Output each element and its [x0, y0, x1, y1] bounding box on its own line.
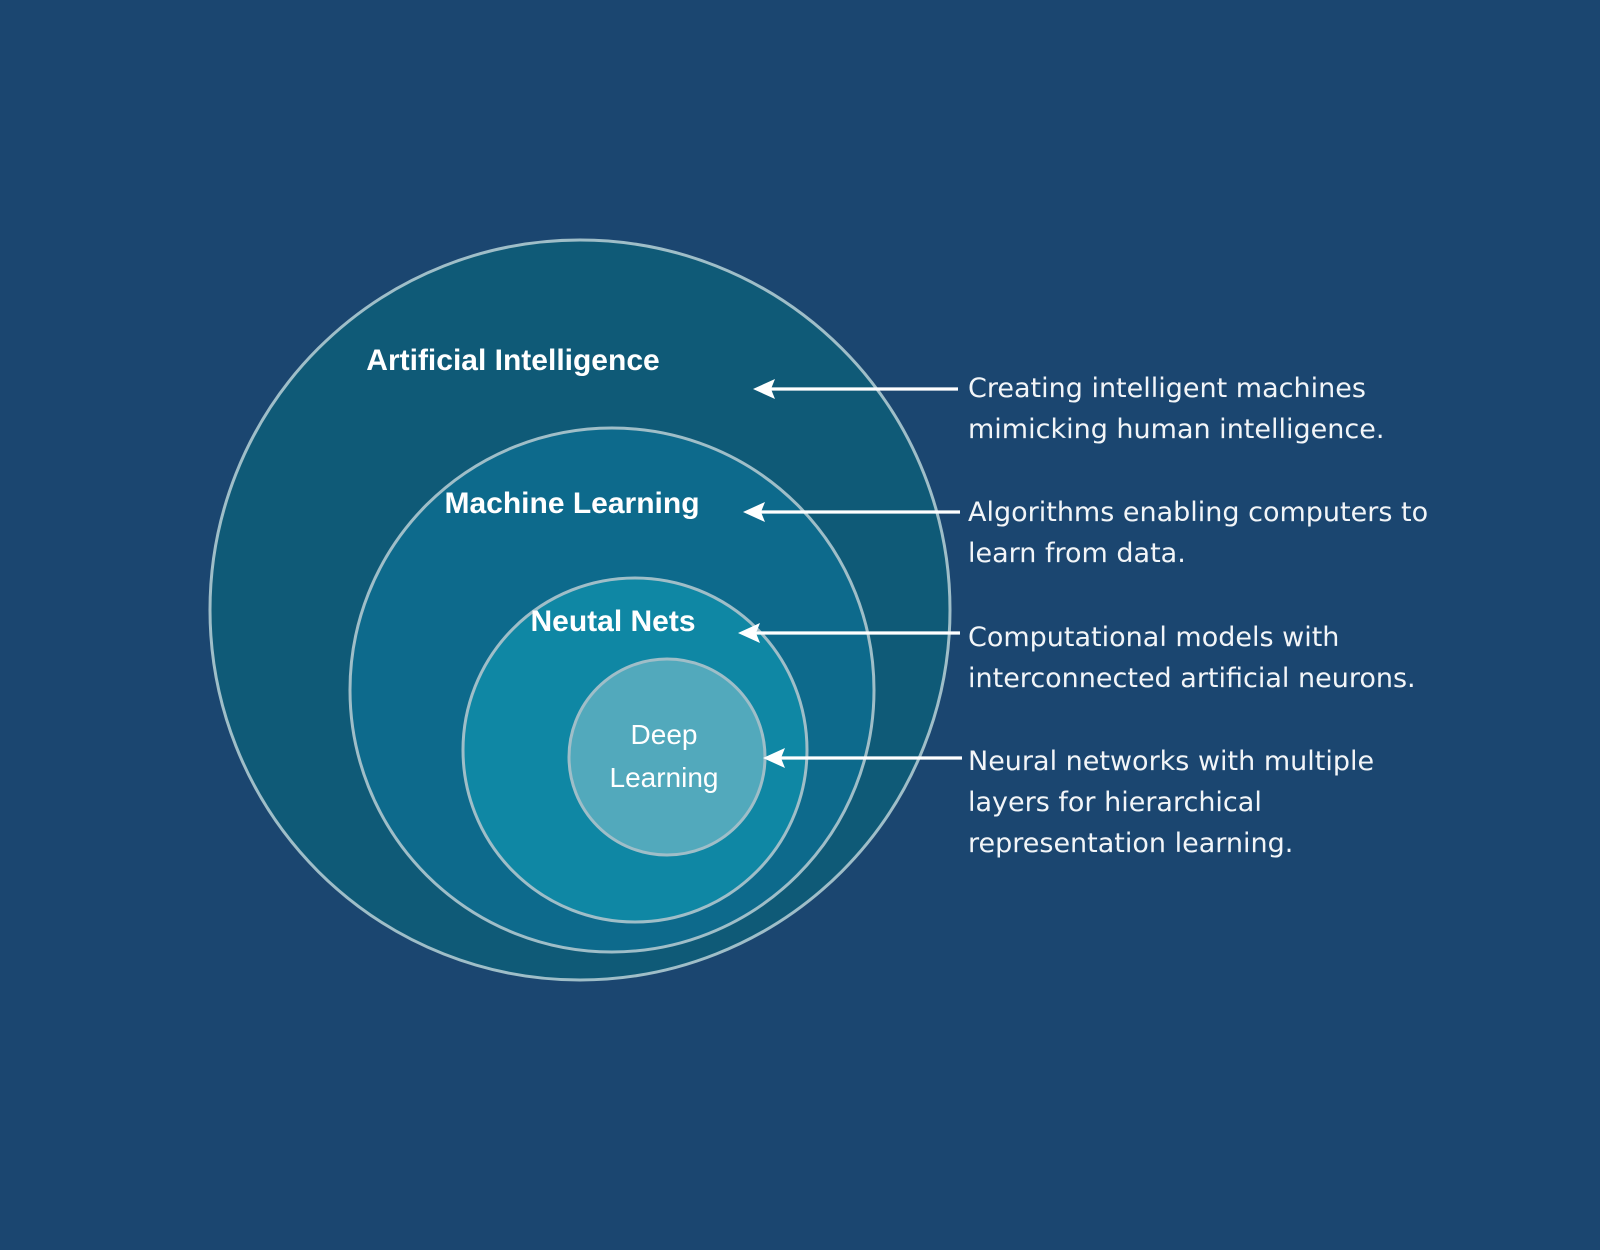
label-deep-learning-line1: Deep — [631, 719, 698, 750]
circle-group — [208, 238, 952, 982]
label-artificial-intelligence: Artificial Intelligence — [366, 344, 659, 377]
arrow-neural-nets — [738, 623, 960, 643]
description-dl-line1: Neural networks with multiple — [968, 746, 1374, 777]
description-machine-learning: Algorithms enabling computers to learn f… — [968, 497, 1428, 569]
description-neural-nets: Computational models with interconnected… — [968, 622, 1416, 694]
label-machine-learning: Machine Learning — [444, 487, 699, 520]
description-deep-learning: Neural networks with multiple layers for… — [968, 746, 1374, 859]
circle-deep-learning[interactable] — [567, 657, 767, 857]
arrow-machine-learning — [743, 502, 960, 522]
description-ml-line2: learn from data. — [968, 538, 1186, 569]
description-ai-line2: mimicking human intelligence. — [968, 414, 1384, 445]
label-deep-learning-line2: Learning — [610, 762, 719, 793]
description-dl-line3: representation learning. — [968, 828, 1293, 859]
description-nn-line1: Computational models with — [968, 622, 1339, 653]
description-artificial-intelligence: Creating intelligent machines mimicking … — [968, 373, 1384, 445]
label-neural-nets: Neutal Nets — [530, 605, 695, 638]
description-ai-line1: Creating intelligent machines — [968, 373, 1366, 404]
arrow-deep-learning — [763, 748, 962, 768]
description-nn-line2: interconnected artificial neurons. — [968, 663, 1416, 694]
description-ml-line1: Algorithms enabling computers to — [968, 497, 1428, 528]
description-dl-line2: layers for hierarchical — [968, 787, 1262, 818]
arrow-artificial-intelligence — [753, 379, 958, 399]
